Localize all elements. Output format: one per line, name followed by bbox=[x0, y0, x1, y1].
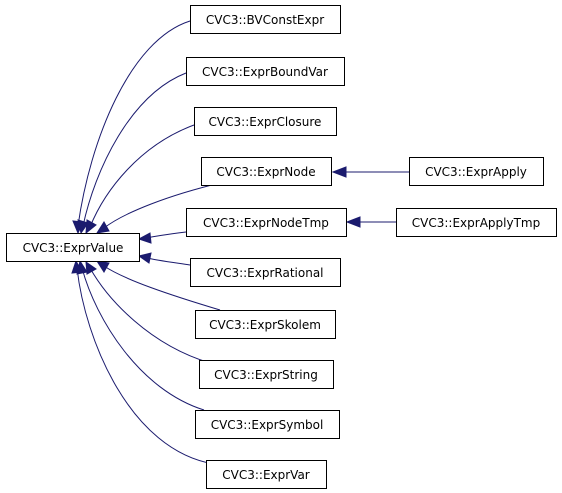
arrowhead-exprnode bbox=[95, 221, 110, 234]
edge-exprskolem-to-exprvalue bbox=[103, 265, 221, 311]
node-expr-skolem[interactable]: CVC3::ExprSkolem bbox=[195, 310, 336, 339]
node-label-expr-node-tmp: CVC3::ExprNodeTmp bbox=[203, 216, 329, 230]
edge-exprboundvar-to-exprvalue bbox=[82, 72, 187, 227]
edge-exprrational-to-exprvalue bbox=[146, 257, 191, 266]
node-expr-value[interactable]: CVC3::ExprValue bbox=[6, 233, 140, 262]
node-label-expr-apply-tmp: CVC3::ExprApplyTmp bbox=[412, 216, 540, 230]
edge-exprsymbol-to-exprvalue bbox=[81, 267, 205, 411]
node-label-expr-var: CVC3::ExprVar bbox=[222, 468, 310, 482]
node-label-expr-skolem: CVC3::ExprSkolem bbox=[209, 318, 321, 332]
node-expr-symbol[interactable]: CVC3::ExprSymbol bbox=[195, 410, 340, 439]
edges bbox=[71, 20, 409, 465]
node-bv-const-expr[interactable]: CVC3::BVConstExpr bbox=[190, 5, 341, 34]
arrowhead-exprclosure bbox=[85, 219, 97, 235]
node-expr-apply-tmp[interactable]: CVC3::ExprApplyTmp bbox=[396, 208, 557, 237]
node-expr-apply[interactable]: CVC3::ExprApply bbox=[409, 157, 544, 186]
node-label-expr-value: CVC3::ExprValue bbox=[23, 241, 124, 255]
arrowhead-exprapplytmp bbox=[345, 216, 361, 228]
node-label-expr-bound-var: CVC3::ExprBoundVar bbox=[202, 65, 328, 79]
arrowhead-exprvar bbox=[71, 259, 83, 274]
arrowhead-exprstring bbox=[85, 260, 97, 275]
node-label-expr-symbol: CVC3::ExprSymbol bbox=[211, 418, 324, 432]
arrowhead-exprboundvar bbox=[77, 219, 89, 235]
node-label-expr-string: CVC3::ExprString bbox=[214, 368, 318, 382]
node-label-expr-node: CVC3::ExprNode bbox=[216, 165, 315, 179]
edge-exprnode-to-exprvalue bbox=[103, 182, 221, 229]
nodes: CVC3::ExprValue CVC3::BVConstExpr CVC3::… bbox=[6, 5, 557, 489]
edge-exprvar-to-exprvalue bbox=[76, 267, 215, 465]
edge-bvconstexpr-to-exprvalue bbox=[77, 20, 191, 227]
node-expr-node-tmp[interactable]: CVC3::ExprNodeTmp bbox=[186, 208, 347, 237]
node-expr-var[interactable]: CVC3::ExprVar bbox=[206, 460, 327, 489]
node-label-expr-apply: CVC3::ExprApply bbox=[425, 165, 527, 179]
node-expr-closure[interactable]: CVC3::ExprClosure bbox=[194, 107, 337, 136]
node-expr-rational[interactable]: CVC3::ExprRational bbox=[190, 258, 341, 287]
node-label-expr-rational: CVC3::ExprRational bbox=[206, 266, 323, 280]
arrowhead-exprnodetmp bbox=[137, 232, 152, 244]
edge-exprstring-to-exprvalue bbox=[89, 267, 211, 364]
node-label-expr-closure: CVC3::ExprClosure bbox=[209, 115, 322, 129]
node-expr-node[interactable]: CVC3::ExprNode bbox=[201, 157, 332, 186]
arrowhead-exprskolem bbox=[95, 260, 110, 273]
node-expr-string[interactable]: CVC3::ExprString bbox=[199, 360, 334, 389]
edge-exprnodetmp-to-exprvalue bbox=[146, 231, 187, 239]
arrowhead-exprapply bbox=[331, 166, 347, 178]
arrowhead-exprrational bbox=[137, 252, 152, 264]
edge-exprclosure-to-exprvalue bbox=[89, 124, 195, 228]
node-label-bv-const-expr: CVC3::BVConstExpr bbox=[206, 13, 324, 27]
node-expr-bound-var[interactable]: CVC3::ExprBoundVar bbox=[186, 57, 345, 86]
